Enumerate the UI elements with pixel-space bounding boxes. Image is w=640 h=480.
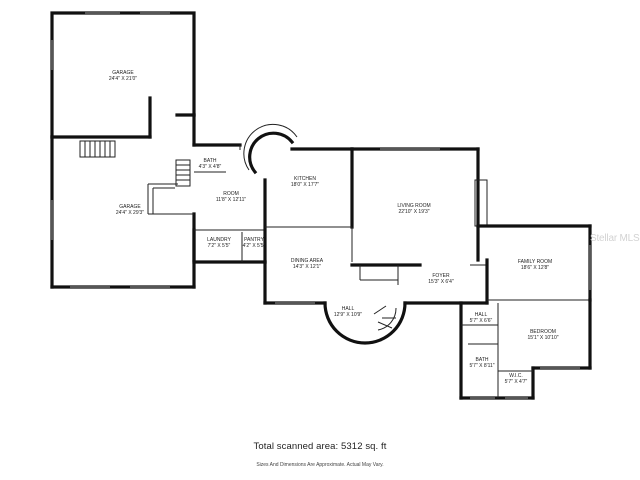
- room-dims-bedroom: 15'1" X 10'10": [527, 335, 558, 341]
- living-room-walls: [350, 147, 488, 285]
- room-name-kitchen: KITCHEN: [294, 176, 316, 182]
- room-labels: GARAGE 24'4" X 21'0" GARAGE 24'4" X 29'3…: [109, 70, 559, 385]
- room-dims-pantry: 4'2" X 5'5": [243, 243, 266, 249]
- room-dims-family-room: 18'6" X 12'8": [521, 265, 549, 271]
- room-name-bath-1: BATH: [204, 158, 217, 164]
- room-name-wic: W.I.C.: [509, 373, 523, 379]
- disclaimer-text: Sizes And Dimensions Are Approximate. Ac…: [256, 462, 384, 468]
- windows: [51, 12, 591, 399]
- room-name-bath-2: BATH: [476, 357, 489, 363]
- central-walls: [192, 143, 267, 264]
- room-dims-kitchen: 18'0" X 17'7": [291, 182, 319, 188]
- room-dims-foyer: 15'3" X 6'4": [428, 279, 454, 285]
- room-name-hall-1: HALL: [342, 306, 355, 312]
- total-area-text: Total scanned area: 5312 sq. ft: [253, 441, 387, 452]
- room-name-laundry: LAUNDRY: [207, 237, 231, 243]
- room-dims-dining-area: 14'3" X 12'1": [293, 264, 321, 270]
- room-name-living-room: LIVING ROOM: [397, 203, 430, 209]
- upper-garage-walls: [50, 11, 196, 147]
- room-name-pantry: PANTRY: [244, 237, 264, 243]
- room-dims-laundry: 7'2" X 5'5": [208, 243, 231, 249]
- room-dims-wic: 5'7" X 4'7": [505, 379, 528, 385]
- room-dims-room: 11'8" X 12'11": [216, 197, 247, 203]
- room-dims-bath-2: 5'7" X 8'11": [469, 363, 494, 369]
- room-name-bedroom: BEDROOM: [530, 329, 556, 335]
- room-name-foyer: FOYER: [432, 273, 450, 279]
- room-name-family-room: FAMILY ROOM: [518, 259, 552, 265]
- room-dims-bath-1: 4'3" X 4'8": [199, 164, 222, 170]
- room-name-hall-2: HALL: [475, 312, 488, 318]
- room-dims-garage-lower: 24'4" X 29'3": [116, 210, 144, 216]
- kitchen-walls: [243, 123, 354, 229]
- room-dims-hall-2: 5'7" X 6'6": [470, 318, 493, 324]
- foyer-walls: [403, 264, 489, 305]
- round-hall-walls: [323, 301, 407, 345]
- room-name-garage-upper: GARAGE: [112, 70, 134, 76]
- room-name-garage-lower: GARAGE: [119, 204, 141, 210]
- room-name-room: ROOM: [223, 191, 239, 197]
- room-dims-garage-upper: 24'4" X 21'0": [109, 76, 137, 82]
- room-dims-living-room: 22'10" X 19'3": [398, 209, 429, 215]
- watermark-text: Stellar MLS: [590, 233, 640, 244]
- room-dims-hall-1: 12'9" X 10'9": [334, 312, 362, 318]
- room-name-dining-area: DINING AREA: [291, 258, 324, 264]
